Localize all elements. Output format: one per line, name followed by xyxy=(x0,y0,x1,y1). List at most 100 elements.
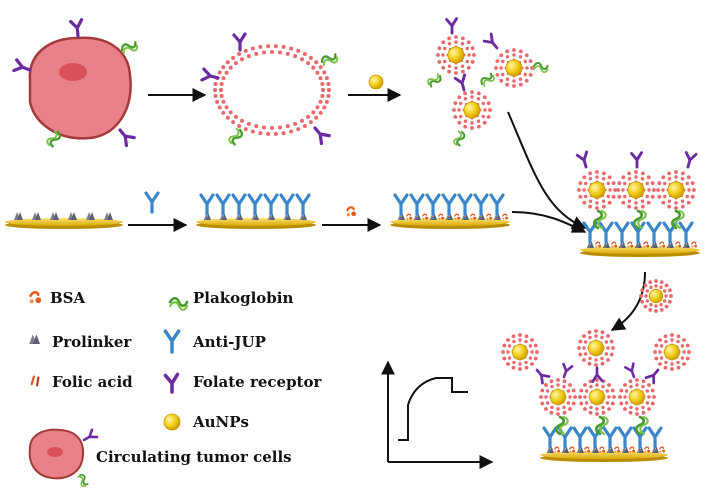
legend-layer xyxy=(28,291,189,487)
membrane-dot xyxy=(454,66,458,70)
membrane-dot xyxy=(270,126,274,130)
membrane-dot xyxy=(470,126,474,130)
exosome-aunp-icon xyxy=(653,333,691,371)
membrane-dots xyxy=(506,338,534,366)
bsa-blob xyxy=(473,216,477,220)
membrane-dot xyxy=(648,307,653,312)
membrane-dot xyxy=(221,76,226,81)
plakoglobin-strand-a xyxy=(632,209,644,230)
bsa-blob xyxy=(438,217,441,220)
membrane-dot xyxy=(518,49,523,54)
bsa-blob xyxy=(599,450,602,453)
membrane-dot xyxy=(213,82,218,87)
bsa-arc xyxy=(659,241,665,245)
prolinker-icon xyxy=(219,213,227,220)
membrane-dot xyxy=(584,181,588,186)
anti-jup-antibody-icon xyxy=(598,221,614,244)
membrane-dot xyxy=(281,44,286,49)
folic-acid-icon xyxy=(30,375,40,387)
membrane-dot xyxy=(664,283,669,288)
membrane-dot xyxy=(606,181,610,186)
bsa-blob xyxy=(406,217,409,220)
prolinker-icon xyxy=(561,446,569,453)
membrane-dot xyxy=(502,356,507,361)
membrane-dot xyxy=(311,65,316,70)
membrane-dot xyxy=(476,97,481,101)
prolinker-cone xyxy=(654,446,659,453)
bsa-blob xyxy=(617,449,621,453)
plakoglobin-strand-b xyxy=(597,209,607,230)
prolinker-cone xyxy=(302,213,307,220)
plakoglobin-strand-a xyxy=(231,128,244,146)
membrane-dot xyxy=(578,339,583,344)
membrane-dot xyxy=(658,362,662,366)
membrane-dot xyxy=(582,188,586,192)
membrane-dots xyxy=(577,170,617,210)
receptor-shape xyxy=(684,151,698,169)
receptor-shape xyxy=(313,126,331,146)
bsa-blob xyxy=(632,449,636,453)
prolinker-icon xyxy=(104,212,113,220)
antibody-shape xyxy=(542,426,558,449)
membrane-dot xyxy=(215,99,220,104)
membrane-dot xyxy=(568,395,572,399)
membrane-dots xyxy=(583,383,611,411)
prolinker-cone xyxy=(89,212,95,220)
membrane-dot xyxy=(606,358,610,362)
membrane-dot xyxy=(674,201,678,205)
membrane-dot xyxy=(518,338,522,342)
signal-plot xyxy=(381,360,494,469)
membrane-dot xyxy=(653,350,657,354)
membrane-dot xyxy=(486,114,491,119)
bsa-blob xyxy=(595,245,598,248)
membrane-dot xyxy=(659,356,664,360)
membrane-dot xyxy=(299,118,304,123)
membrane-dot xyxy=(571,388,576,393)
bsa-blob xyxy=(675,245,678,248)
membrane-dot xyxy=(647,407,651,411)
membrane-dot xyxy=(466,65,471,70)
bsa-arc xyxy=(569,446,575,450)
membrane-dot xyxy=(250,46,255,51)
antibody-shape xyxy=(279,193,295,216)
folate-receptor-icon xyxy=(453,73,467,92)
membrane-dot xyxy=(674,206,678,210)
prolinker-icon xyxy=(650,241,658,248)
membrane-dots xyxy=(544,383,572,411)
membrane-dot xyxy=(258,131,263,136)
membrane-dot xyxy=(661,188,665,192)
membrane-dot xyxy=(663,334,668,339)
membrane-dot xyxy=(601,384,605,389)
membrane-dot xyxy=(573,395,577,399)
bsa-arc xyxy=(438,213,444,217)
prolinker-cone xyxy=(624,446,629,453)
bsa-arc xyxy=(691,241,697,245)
membrane-dot xyxy=(556,412,560,416)
membrane-dot xyxy=(225,115,230,120)
bsa-blob xyxy=(470,217,473,220)
membrane-dot xyxy=(326,82,331,87)
membrane-dot xyxy=(661,175,666,180)
membrane-dot xyxy=(460,42,465,46)
membrane-dot xyxy=(577,346,581,350)
bsa-icon xyxy=(454,213,461,220)
membrane-dot xyxy=(611,346,615,350)
arrow-substrate-to-sensor xyxy=(511,211,587,233)
membrane-dots xyxy=(623,383,651,411)
membrane-dot xyxy=(594,334,598,338)
tumor-cell-icon xyxy=(28,36,132,140)
membrane-dot xyxy=(495,59,500,64)
prolinker-icon xyxy=(251,213,259,220)
antibody-shape xyxy=(662,221,678,244)
membrane-dot xyxy=(583,352,588,356)
membrane-dot xyxy=(600,330,605,335)
membrane-dot xyxy=(578,194,583,199)
membrane-dot xyxy=(645,194,649,199)
plakoglobin-strand-a xyxy=(594,415,606,436)
plakoglobin-strand-a xyxy=(456,130,466,147)
membrane-dot xyxy=(518,333,522,337)
bsa-icon xyxy=(629,446,636,453)
prolinker-cone xyxy=(564,446,569,453)
anti-jup-antibody-icon xyxy=(263,193,279,216)
membrane-dot xyxy=(293,54,298,59)
